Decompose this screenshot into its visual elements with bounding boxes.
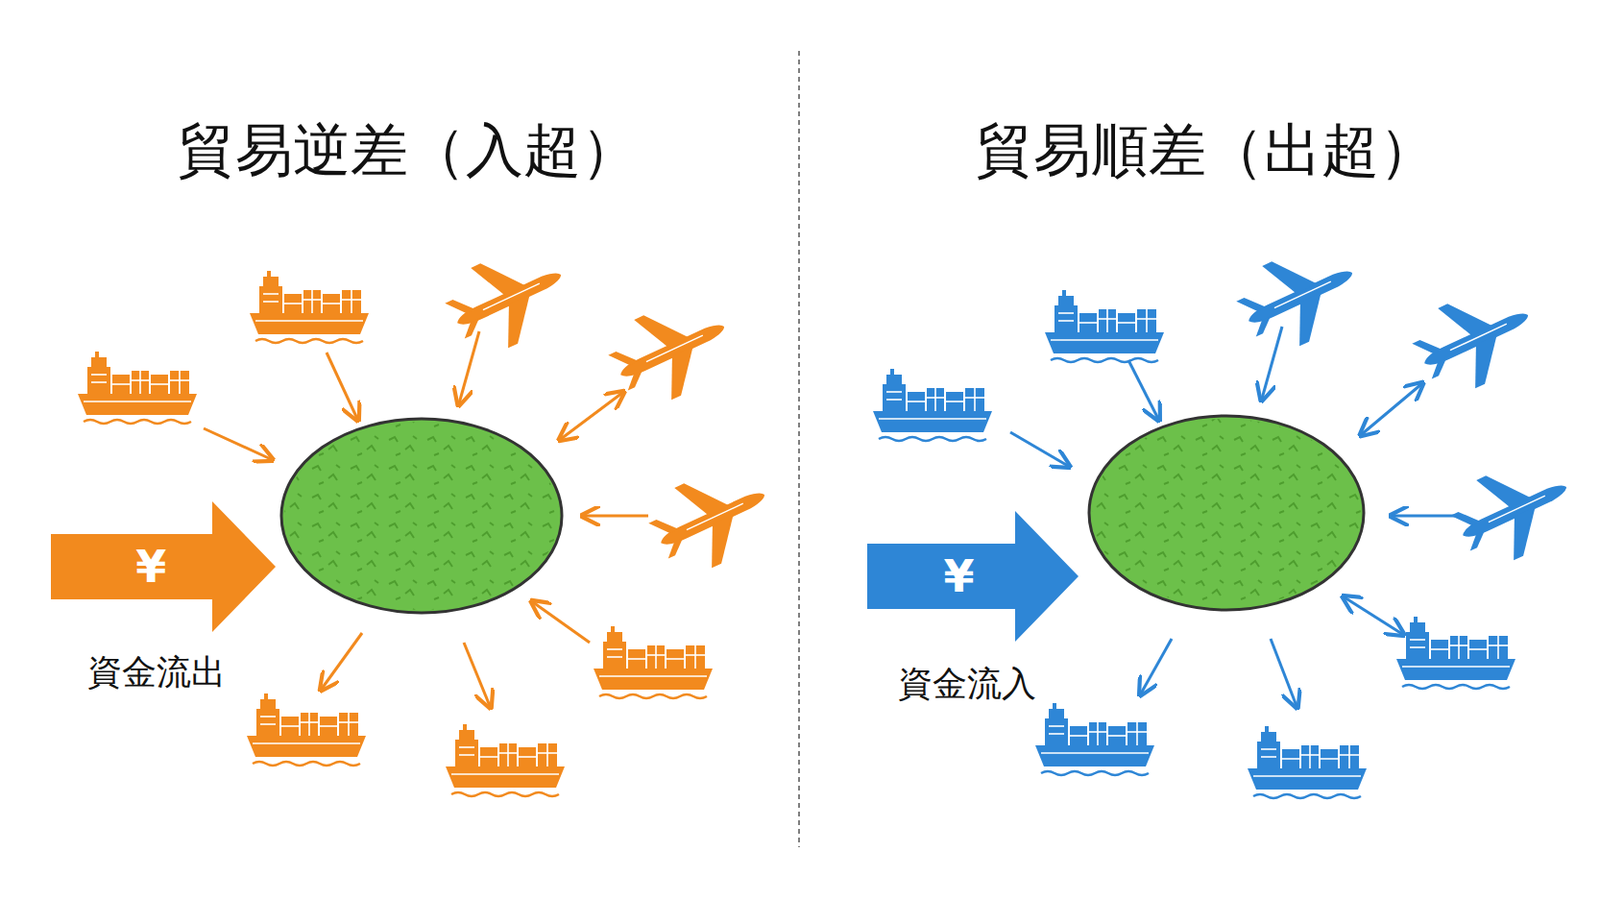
money-arrow: ¥資金流出 (50, 501, 276, 632)
arrow-fill (867, 510, 1079, 642)
currency-symbol: ¥ (943, 554, 974, 599)
panel-title: 貿易順差（出超） (975, 112, 1437, 191)
flow-caption: 資金流入 (897, 664, 1037, 704)
flow-caption: 資金流出 (87, 653, 226, 692)
currency-symbol: ¥ (135, 544, 167, 589)
surplus-scene (872, 232, 1585, 799)
arrow-fill (50, 501, 276, 632)
money-arrow: ¥資金流入 (867, 510, 1079, 642)
panel-title: 貿易逆差（入超） (177, 112, 639, 191)
deficit-scene (77, 234, 783, 797)
divider (798, 50, 800, 848)
